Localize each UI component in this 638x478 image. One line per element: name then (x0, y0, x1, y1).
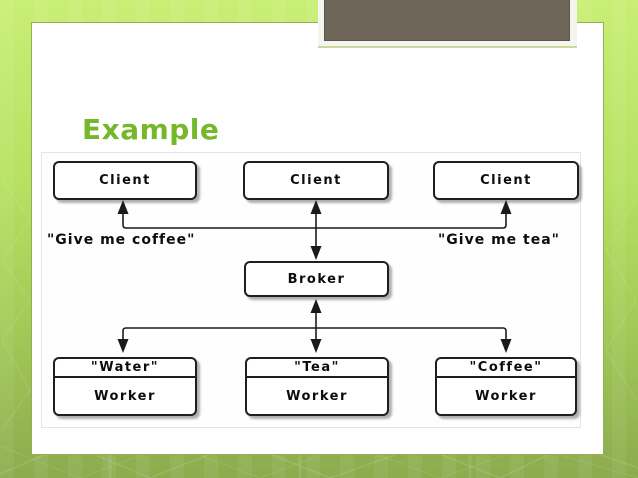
page-title: Example (82, 113, 220, 146)
worker-coffee-role: Worker (475, 388, 537, 404)
worker-node-coffee: "Coffee" Worker (435, 357, 577, 416)
client-node-2-label: Client (290, 173, 342, 188)
worker-water-role: Worker (94, 388, 156, 404)
worker-coffee-name: "Coffee" (437, 359, 575, 378)
message-give-me-coffee: "Give me coffee" (47, 232, 196, 248)
client-node-2: Client (243, 161, 389, 200)
worker-tea-name: "Tea" (247, 359, 387, 378)
message-give-me-tea: "Give me tea" (438, 232, 560, 248)
client-node-3-label: Client (480, 173, 532, 188)
top-picture-frame (318, 0, 577, 48)
broker-node-label: Broker (287, 271, 346, 287)
client-node-1-label: Client (99, 173, 151, 188)
broker-node: Broker (244, 261, 389, 297)
worker-water-name: "Water" (55, 359, 195, 378)
top-picture-box (324, 0, 570, 41)
client-node-1: Client (53, 161, 197, 200)
worker-tea-role: Worker (286, 388, 348, 404)
client-node-3: Client (433, 161, 579, 200)
worker-node-tea: "Tea" Worker (245, 357, 389, 416)
worker-node-water: "Water" Worker (53, 357, 197, 416)
